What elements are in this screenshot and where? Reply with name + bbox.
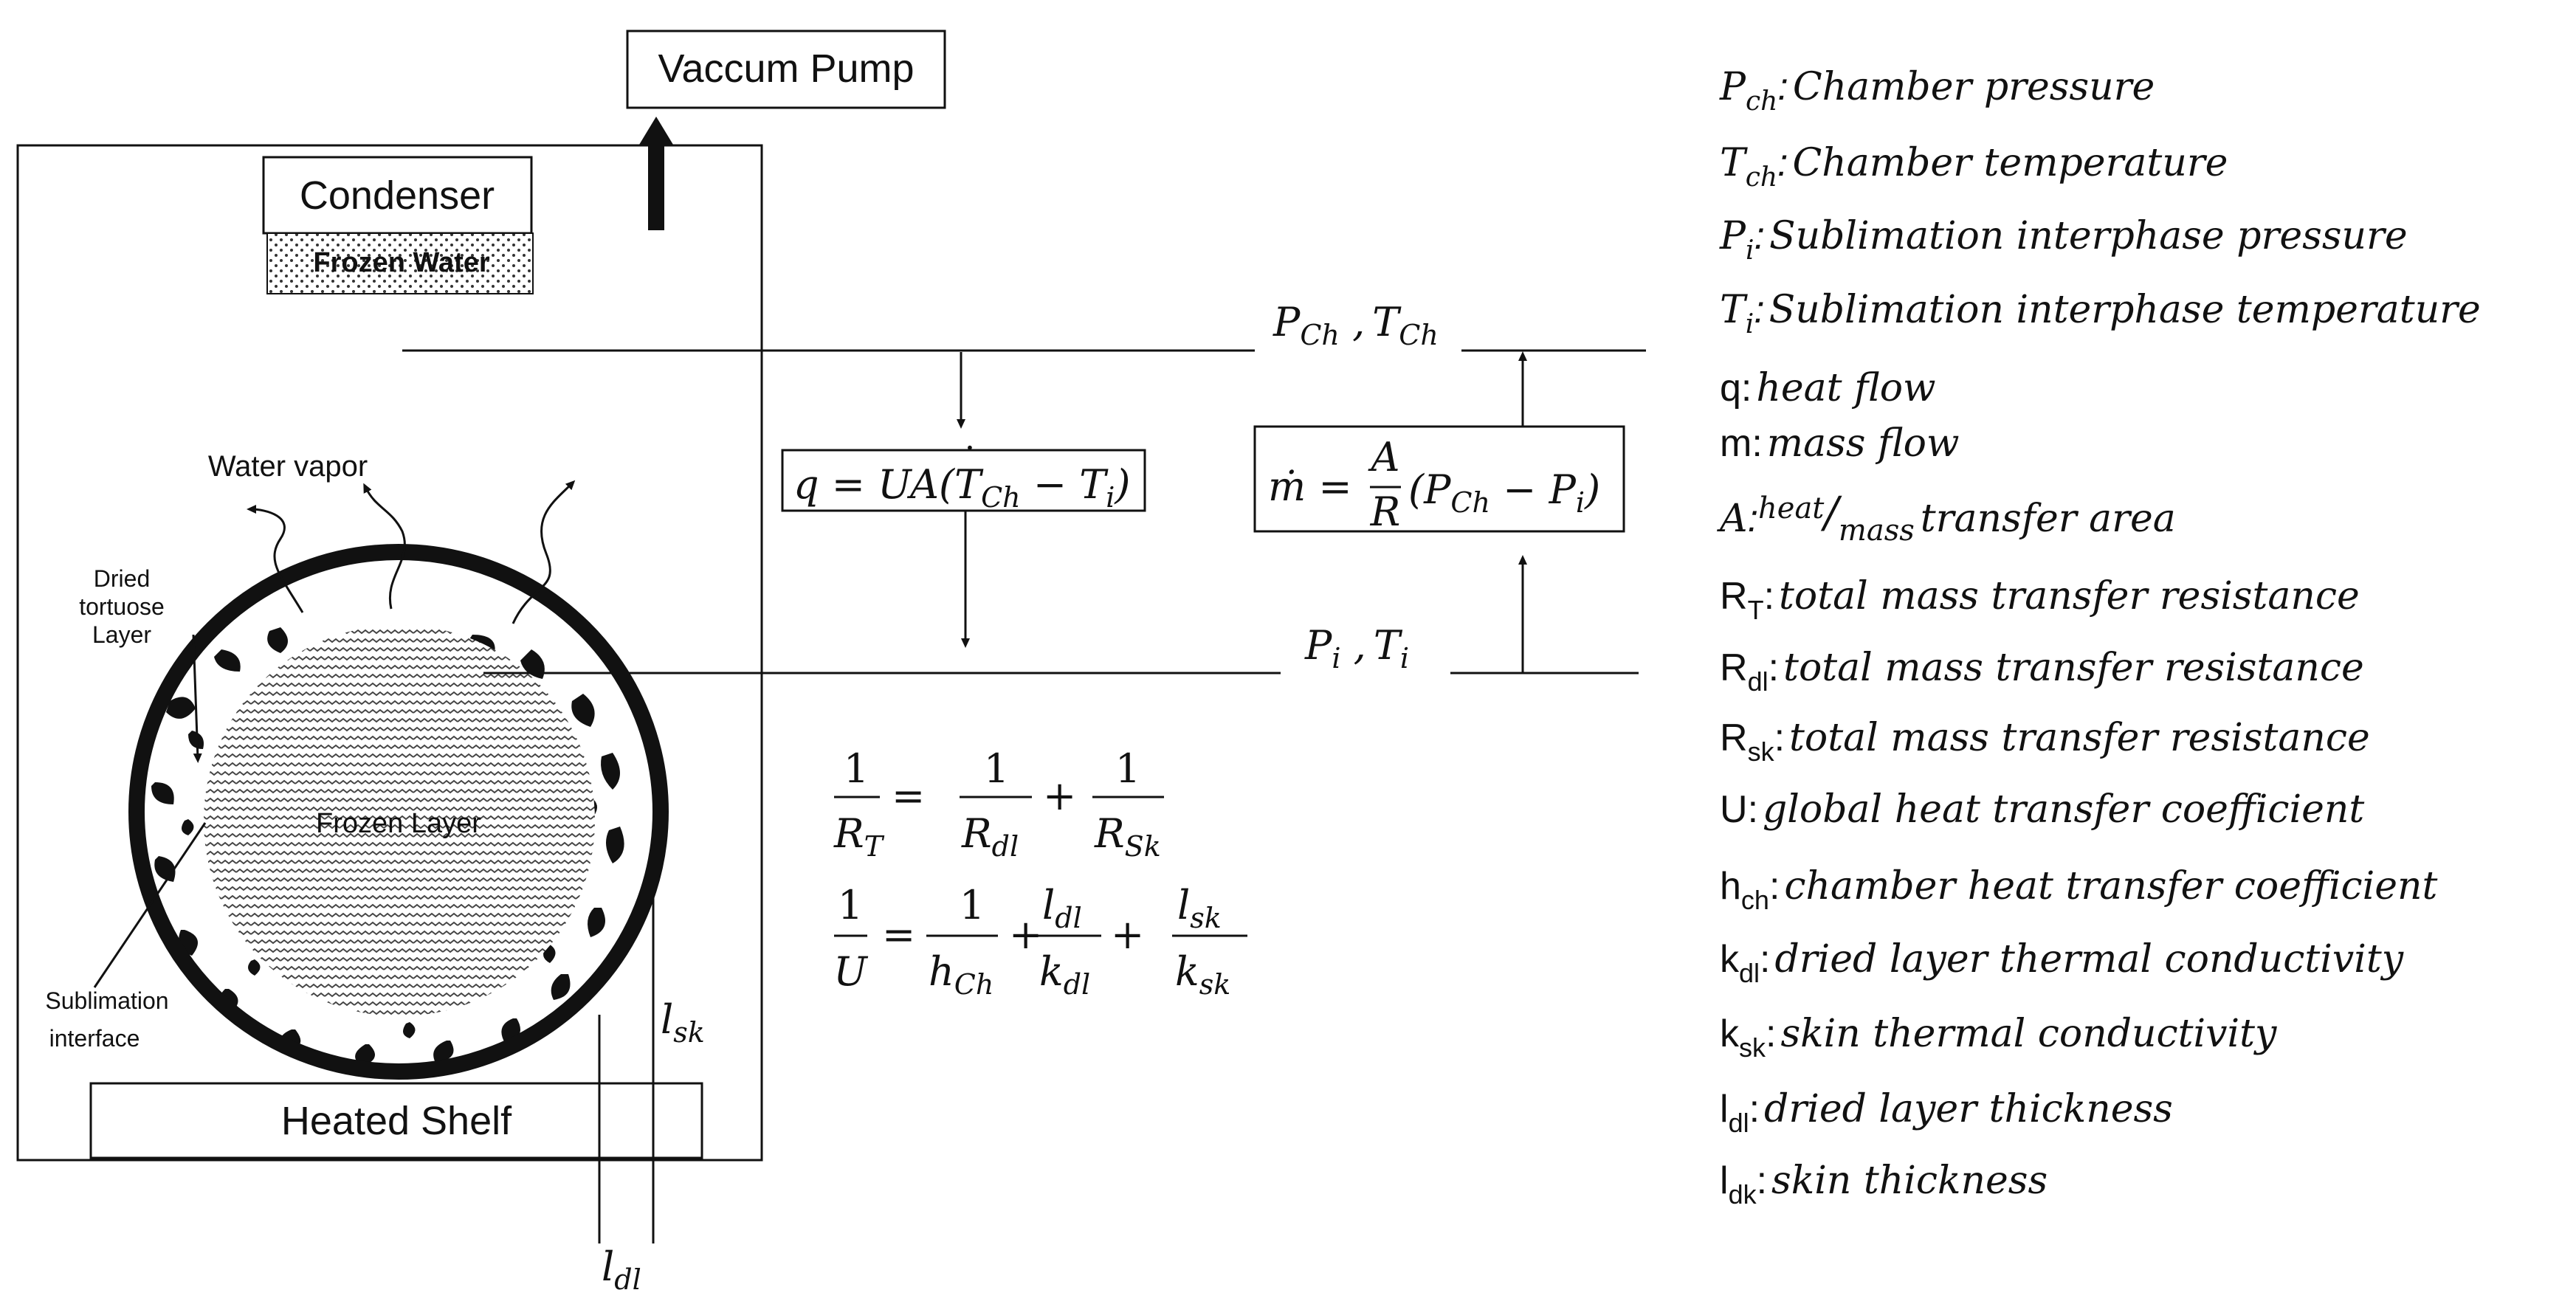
vacuum-pump-box [626, 30, 946, 109]
frozen-water-block [266, 232, 534, 294]
legend-row: ksk:skin thermal conductivity [1720, 1012, 2277, 1063]
l-sk-label: lsk [661, 996, 705, 1049]
svg-text:1: 1 [838, 882, 863, 928]
mass-equation-rhs: (PCh − Pi) [1408, 466, 1600, 519]
frozen-water-label: Frozen Water [313, 247, 489, 278]
dried-layer-pointer [192, 634, 202, 763]
legend-row: kdl:dried layer thermal conductivity [1720, 937, 2404, 988]
svg-text:1: 1 [844, 745, 869, 792]
heated-shelf [89, 1082, 703, 1159]
svg-text:=: = [892, 773, 925, 819]
heated-shelf-label: Heated Shelf [281, 1099, 512, 1143]
svg-text:1: 1 [960, 882, 985, 928]
heat-equation: q = UA(TCh − Ti) [793, 461, 1131, 514]
legend-row: U:global heat transfer coefficient [1720, 787, 2364, 832]
svg-text:+: + [1111, 911, 1144, 958]
legend-row: Rsk:total mass transfer resistance [1720, 716, 2370, 767]
frozen-layer-label: Frozen Layer [316, 808, 481, 839]
legend-row: Rdl:total mass transfer resistance [1720, 646, 2364, 697]
vacuum-pump-label: Vaccum Pump [658, 46, 914, 91]
mass-equation-den: R [1370, 489, 1401, 535]
svg-text:+: + [1009, 911, 1042, 958]
chamber-level-label: PCh ,TCh [1272, 299, 1439, 351]
svg-text:ksk: ksk [1175, 948, 1230, 1001]
legend-row: hch:chamber heat transfer coefficient [1720, 864, 2438, 915]
svg-text:hCh: hCh [929, 948, 993, 1001]
vapor-path-2 [363, 483, 406, 610]
legend-row: Ti:Sublimation interphase temperature [1720, 288, 2481, 339]
svg-text:RSk: RSk [1094, 810, 1161, 863]
vapor-path-1 [247, 505, 304, 613]
legend-row: q:heat flow [1720, 366, 1936, 410]
svg-text:Rdl: Rdl [961, 810, 1019, 863]
heat-equation-dot: · [965, 430, 975, 467]
svg-text:RT: RT [833, 810, 885, 863]
svg-text:1: 1 [1115, 745, 1140, 792]
dried-layer-label-line2: tortuose [79, 593, 165, 620]
heat-equation-box [781, 449, 1146, 512]
mass-equation-box [1253, 425, 1625, 533]
water-vapor-label: Water vapor [208, 450, 368, 483]
sublimation-label-line2: interface [49, 1025, 140, 1052]
dried-layer-label-line3: Layer [92, 621, 151, 648]
chamber-box [16, 144, 763, 1162]
condenser-label: Condenser [300, 173, 495, 218]
sublimation-pointer [93, 822, 207, 988]
svg-text:1: 1 [984, 745, 1009, 792]
pump-arrow-shaft [648, 142, 664, 230]
vapor-path-3 [512, 480, 576, 624]
legend-row: Pch:Chamber pressure [1719, 65, 2155, 117]
resistance-equation: 1 RT = 1 Rdl + 1 RSk [833, 745, 1164, 863]
pump-arrow-head [639, 117, 673, 145]
svg-text:lsk: lsk [1177, 882, 1222, 934]
global-u-equation: 1 U = 1 hCh + ldl kdl + lsk ksk [833, 882, 1247, 1001]
svg-text:U: U [833, 948, 868, 995]
sublimation-label-line1: Sublimation [45, 987, 168, 1014]
legend-row: RT:total mass transfer resistance [1720, 574, 2360, 625]
svg-text:=: = [882, 911, 915, 958]
mass-equation-m: ṁ = [1268, 463, 1352, 510]
legend-row: Tch:Chamber temperature [1720, 141, 2228, 193]
mass-equation-num: A [1368, 434, 1400, 480]
l-dl-label: ldl [602, 1243, 641, 1296]
legend-row: ldk:skin thickness [1720, 1159, 2048, 1210]
vial-cross-section [128, 544, 669, 1080]
svg-text:ldl: ldl [1042, 882, 1082, 934]
legend-row: ldl:dried layer thickness [1720, 1087, 2173, 1138]
legend-row: m:mass flow [1720, 421, 1960, 466]
interface-level-label: Pi ,Ti [1304, 622, 1409, 675]
legend-row: Pi:Sublimation interphase pressure [1719, 214, 2408, 266]
svg-text:+: + [1043, 773, 1076, 819]
svg-text:kdl: kdl [1039, 948, 1090, 1001]
dried-layer-label-line1: Dried [94, 565, 150, 592]
